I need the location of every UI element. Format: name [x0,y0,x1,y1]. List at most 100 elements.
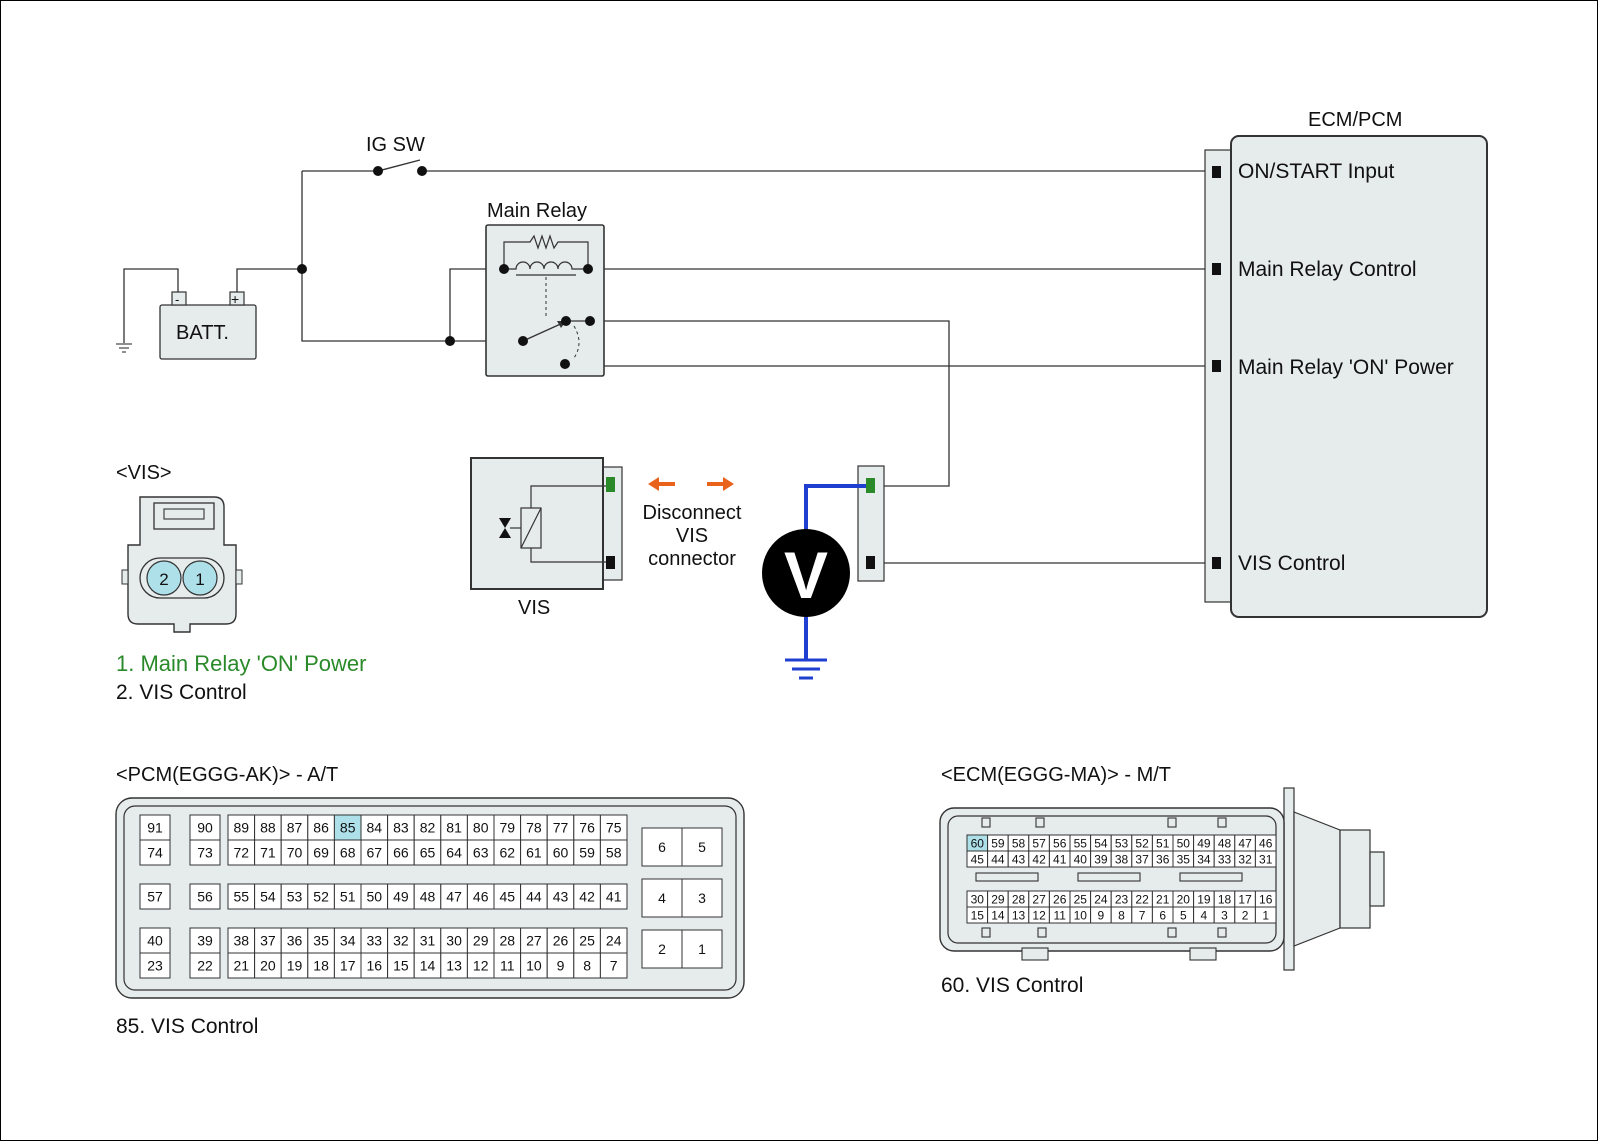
pin-number: 26 [1053,892,1067,906]
pin-cell [681,929,723,969]
pin-number: 4 [1201,908,1208,922]
pin-number: 54 [260,889,276,905]
pin-number: 54 [1094,836,1108,850]
pin-number: 56 [197,889,213,905]
pin-number: 3 [1221,908,1228,922]
pin-number: 33 [1218,852,1232,866]
pin-cell [280,883,309,910]
battery-ground-icon [116,343,132,353]
pin-number: 20 [260,958,276,974]
pin-number: 24 [1094,892,1108,906]
pin-cell [139,883,171,910]
pin-number: 8 [583,958,591,974]
pin-cell [440,883,468,910]
pin-number: 38 [1115,852,1129,866]
pin-number: 27 [526,933,542,949]
pin-cell [280,927,309,954]
pin-number: 4 [658,890,666,906]
battery: - + BATT. [116,291,257,360]
pin-cell [573,883,601,910]
pin-number: 66 [393,845,409,861]
pin-cell [413,952,442,979]
pin-number: 51 [1156,836,1170,850]
pin-cell [360,839,389,866]
pin-number: 76 [579,820,595,836]
disconnect-label-line3: connector [648,548,736,570]
pin-number: 45 [971,852,985,866]
pin-number: 25 [579,933,595,949]
pin-number: 18 [313,958,329,974]
pin-number: 31 [1259,852,1273,866]
pin-number: 85 [340,820,356,836]
pin-number: 47 [446,889,462,905]
voltmeter-label: V [784,538,828,612]
pin-cell [493,839,522,866]
main-relay-on-power-wire [589,320,1211,367]
pin-number: 80 [473,820,489,836]
main-relay-label: Main Relay [487,200,587,222]
pin-cell [520,839,548,866]
battery-ground-wire [123,268,179,343]
pin-cell [189,883,221,910]
pin-number: 43 [553,889,569,905]
pin-cell [599,952,628,979]
valve-icon [499,518,511,538]
pin-number: 58 [606,845,622,861]
pin-number: 36 [287,933,303,949]
pin-number: 91 [147,820,163,836]
ig-sw-label: IG SW [366,134,425,156]
pin-number: 7 [1139,908,1146,922]
pin-cell [360,883,389,910]
pin-number: 88 [260,820,276,836]
pin-number: 55 [1074,836,1088,850]
pin-number: 84 [367,820,383,836]
pin-number: 16 [1259,892,1273,906]
pin-number: 67 [367,845,383,861]
pin-number: 22 [1135,892,1149,906]
battery-minus-label: - [175,292,179,307]
pin-number: 13 [1012,908,1026,922]
pin-number: 72 [234,845,250,861]
pin-number: 34 [340,933,356,949]
pin-cell [599,814,628,841]
pin-number: 57 [1032,836,1046,850]
pin-number: 6 [658,839,666,855]
pin-cell [440,927,468,954]
pin-number: 21 [234,958,250,974]
pin-number: 53 [287,889,303,905]
disconnect-label-line2: VIS [676,525,708,547]
pin-number: 73 [197,845,213,861]
pin-cell [139,952,171,979]
pin-cell [227,814,256,841]
pin-cell [280,952,309,979]
pin-number: 42 [579,889,595,905]
pin-number: 5 [1180,908,1187,922]
pin-number: 6 [1159,908,1166,922]
vis-component: VIS [470,457,623,619]
pin-cell [1254,850,1277,868]
pcm-connector-note: 85. VIS Control [116,1015,258,1038]
vis-pin1-description: 1. Main Relay 'ON' Power [116,651,367,676]
pin-number: 13 [446,958,462,974]
pin-number: 15 [971,908,985,922]
pin-number: 55 [234,889,250,905]
vis-pin-1-label: 1 [195,570,204,589]
vis-control-label: VIS Control [1238,552,1345,575]
vis-pin-1 [182,560,218,596]
pin-number: 52 [313,889,329,905]
pin-number: 49 [393,889,409,905]
probe-ground-icon [785,658,827,680]
pin-number: 20 [1177,892,1191,906]
pin-number: 45 [500,889,516,905]
pin-number: 17 [340,958,356,974]
pin-cell [520,927,548,954]
pin-number: 38 [234,933,250,949]
pin-cell [493,952,522,979]
pin-cell [254,952,282,979]
ig-switch: IG SW [366,134,427,176]
pin-number: 24 [606,933,622,949]
pin-number: 46 [473,889,489,905]
